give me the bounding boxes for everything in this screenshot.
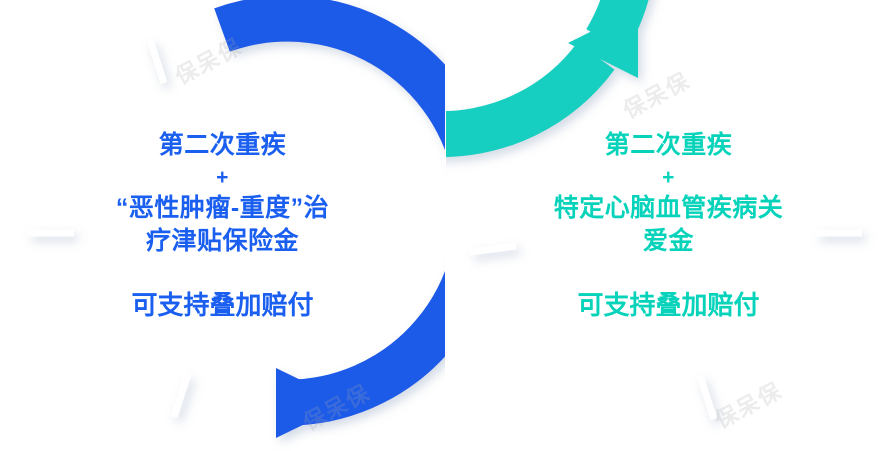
- circle-group-right: 第二次重疾 + 特定心脑血管疾病关 爱金 可支持叠加赔付: [446, 0, 891, 451]
- teal-circular-arrow-icon: [446, 0, 862, 421]
- blue-circular-arrow-icon: [28, 0, 445, 438]
- circle-group-left: 第二次重疾 + “恶性肿瘤-重度”治 疗津贴保险金 可支持叠加赔付: [0, 0, 445, 451]
